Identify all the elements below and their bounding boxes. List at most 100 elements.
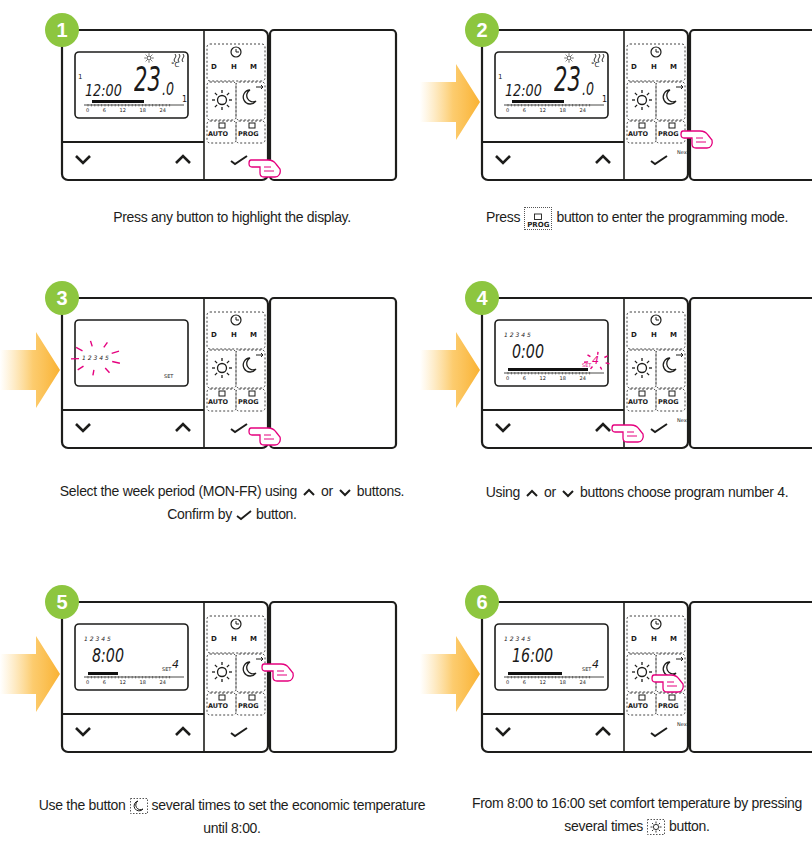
caption-text: several times to set the economic temper…: [152, 797, 426, 836]
display-text: 1 2 3 4 5: [504, 332, 531, 338]
lcd-screen: [75, 52, 188, 118]
panel-divider: [203, 298, 205, 448]
sun-ray: [647, 665, 649, 667]
display-text: 0 6 12 18 24: [86, 108, 166, 113]
axis-tick: [521, 372, 522, 375]
display-text: 1 2 3 4 5: [84, 636, 111, 642]
axis-tick: [569, 676, 570, 679]
display-text: D: [631, 64, 637, 71]
axis-tick: [91, 104, 92, 107]
axis-tick: [135, 104, 136, 107]
hand-fingers: [277, 671, 287, 675]
button-frame: [627, 616, 685, 653]
down-button: [496, 156, 510, 163]
sun-icon: [218, 364, 227, 373]
axis-tick: [166, 104, 167, 107]
moon-arrow: [676, 657, 683, 661]
axis-tick: [88, 676, 89, 679]
axis-tick: [535, 104, 536, 107]
lcd-screen: [495, 52, 608, 118]
step-circle: 4: [465, 281, 499, 315]
calendar-icon: [639, 391, 645, 396]
hand-outline: [681, 131, 712, 148]
display-text: 4: [172, 659, 179, 670]
display-text: 0:00: [512, 342, 544, 361]
caption: Use the buttonseveral times to set the e…: [32, 794, 432, 840]
axis-tick: [586, 104, 587, 107]
sun-ray: [227, 361, 229, 363]
axis-tick: [508, 104, 509, 107]
lcd-screen: [75, 624, 188, 690]
blink-ray: [71, 358, 79, 360]
axis-tick: [115, 104, 116, 107]
panel-divider: [623, 602, 625, 752]
down-button: [76, 156, 90, 163]
display-text: SET: [164, 374, 173, 379]
sun-ray: [229, 367, 232, 368]
axis-tick: [572, 676, 573, 679]
display-text: M: [250, 332, 257, 339]
thermostat-cover: [270, 30, 396, 180]
display-text: H: [231, 332, 237, 339]
axis-tick: [125, 104, 126, 107]
button-frame: [627, 82, 656, 120]
axis-tick: [518, 372, 519, 375]
axis-tick: [98, 104, 99, 107]
moon-icon: [243, 662, 256, 676]
sun-ray: [635, 665, 637, 667]
axis-tick: [531, 676, 532, 679]
sun-icon: [218, 668, 227, 677]
sun-ray: [215, 105, 217, 107]
sun-ray: [149, 53, 150, 54]
axis-tick: [111, 104, 112, 107]
display-text: D: [631, 332, 637, 339]
thermostat: [0, 602, 396, 752]
step-circle: 1: [45, 13, 79, 47]
axis-tick: [545, 372, 546, 375]
program-bar: [512, 100, 564, 103]
calendar-icon: [249, 123, 255, 128]
ok-button: [651, 728, 667, 736]
step-number: 1: [56, 20, 67, 40]
up-button: [596, 728, 610, 735]
calendar-icon: [534, 213, 542, 220]
display-text: Next: [677, 150, 689, 155]
sun-ray: [635, 677, 637, 679]
hand-fingers: [264, 435, 274, 439]
step-circle: 6: [465, 585, 499, 619]
hand-outline: [612, 425, 643, 442]
sun-ray: [641, 679, 642, 682]
button-frame: [207, 693, 236, 715]
blink-ray: [588, 355, 591, 357]
button-frame: [627, 350, 656, 388]
display-text: Next: [677, 418, 689, 423]
axis-tick: [128, 104, 129, 107]
step-number: 2: [476, 20, 487, 40]
hand-pointer: [249, 160, 280, 177]
program-bar: [88, 672, 118, 675]
display-text: AUTO: [628, 131, 648, 138]
clock-hands: [236, 317, 239, 320]
button-frame: [236, 350, 265, 388]
axis-tick: [552, 104, 553, 107]
axis-tick: [156, 676, 157, 679]
axis-tick: [576, 372, 577, 375]
display-text: PROG: [658, 399, 679, 406]
hand-fingers: [696, 138, 706, 142]
prog-button-icon: PROG: [524, 207, 552, 230]
axis-tick: [555, 104, 556, 107]
thermostat-cover: [690, 602, 812, 752]
display-text: 8:00: [92, 646, 124, 665]
axis-tick: [149, 104, 150, 107]
step-arrow: [0, 332, 60, 408]
thermostat-body: [482, 298, 688, 448]
sun-icon: [638, 364, 647, 373]
sun-ray: [635, 105, 637, 107]
caption: Press any button to highlight the displa…: [32, 206, 432, 229]
sun-ray: [215, 361, 217, 363]
calendar-icon: [639, 695, 645, 700]
panel-divider: [482, 409, 624, 411]
sun-ray: [221, 90, 222, 93]
step-arrow: [420, 332, 480, 408]
caption-text: Using: [486, 484, 520, 500]
